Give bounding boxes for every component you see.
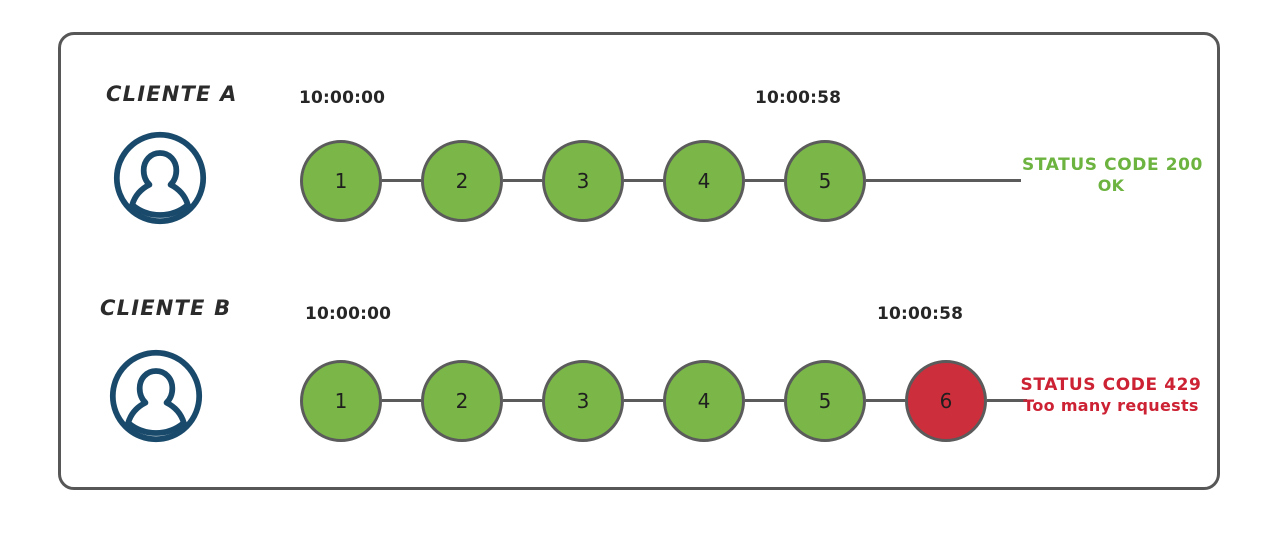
connector-a-tail xyxy=(866,179,1021,182)
request-node[interactable]: 2 xyxy=(421,140,503,222)
connector-a-1 xyxy=(382,179,421,182)
connector-b-5 xyxy=(866,399,905,402)
request-node-error[interactable]: 6 xyxy=(905,360,987,442)
connector-b-1 xyxy=(382,399,421,402)
client-a-end-time: 10:00:58 xyxy=(755,88,842,108)
client-a-status: STATUS CODE 200 OK xyxy=(1022,155,1203,196)
connector-b-3 xyxy=(624,399,663,402)
request-node[interactable]: 5 xyxy=(784,360,866,442)
request-node[interactable]: 1 xyxy=(300,140,382,222)
connector-b-4 xyxy=(745,399,784,402)
connector-a-2 xyxy=(503,179,542,182)
request-node[interactable]: 3 xyxy=(542,140,624,222)
client-b-label: CLIENTE B xyxy=(100,296,232,320)
status-code-text: STATUS CODE 200 xyxy=(1022,155,1203,175)
connector-b-tail xyxy=(987,399,1027,402)
status-message-text: OK xyxy=(1097,176,1125,196)
client-b-status: STATUS CODE 429 Too many requests xyxy=(1018,375,1204,416)
client-a-label: CLIENTE A xyxy=(106,82,238,106)
client-a-avatar-icon xyxy=(112,130,208,226)
request-node[interactable]: 3 xyxy=(542,360,624,442)
status-code-text: STATUS CODE 429 xyxy=(1020,375,1202,395)
request-node[interactable]: 2 xyxy=(421,360,503,442)
client-a-start-time: 10:00:00 xyxy=(299,88,386,108)
connector-a-4 xyxy=(745,179,784,182)
client-b-end-time: 10:00:58 xyxy=(877,304,964,324)
connector-b-2 xyxy=(503,399,542,402)
client-b-start-time: 10:00:00 xyxy=(305,304,392,324)
request-node[interactable]: 5 xyxy=(784,140,866,222)
diagram-frame xyxy=(58,32,1220,490)
connector-a-3 xyxy=(624,179,663,182)
request-node[interactable]: 1 xyxy=(300,360,382,442)
status-message-text: Too many requests xyxy=(1023,396,1199,416)
request-node[interactable]: 4 xyxy=(663,360,745,442)
client-b-avatar-icon xyxy=(108,348,204,444)
request-node[interactable]: 4 xyxy=(663,140,745,222)
